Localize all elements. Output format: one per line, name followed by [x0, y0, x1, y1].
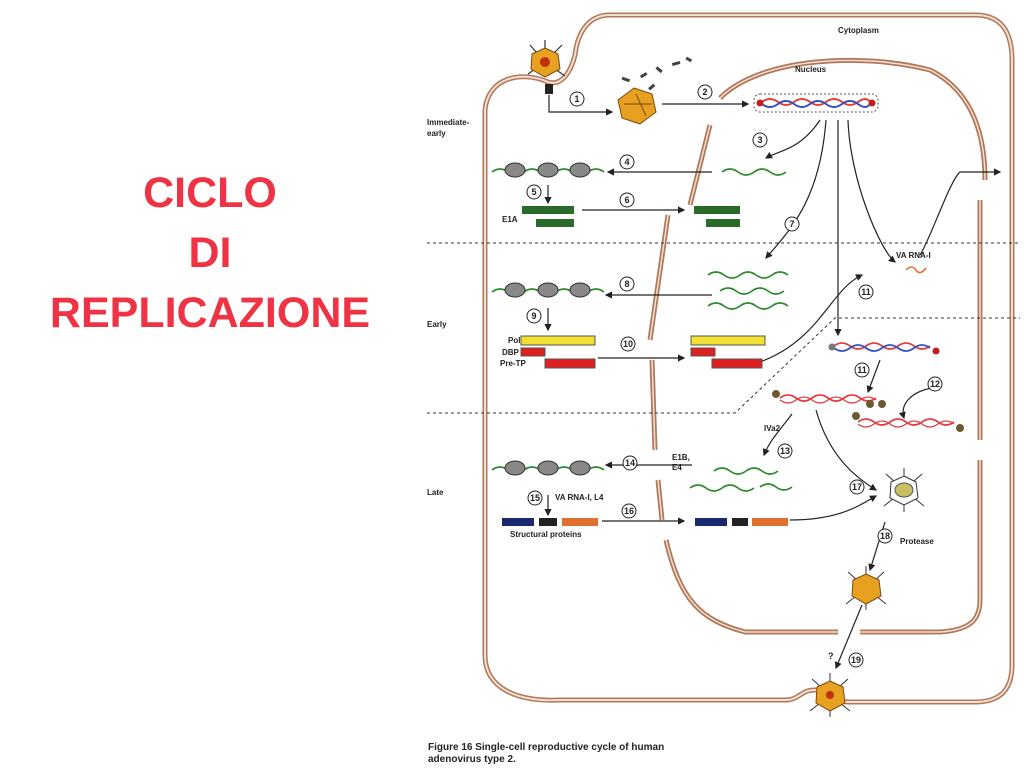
title-line-1: CICLO — [143, 169, 277, 217]
slide-title: CICLO DI REPLICAZIONE — [10, 163, 410, 343]
polysomes — [491, 162, 605, 476]
step-6: 6 — [624, 195, 629, 205]
uncoating-virion — [617, 87, 657, 125]
mature-virion — [845, 566, 887, 610]
late-label: Late — [427, 488, 444, 497]
nuclear-mrnas — [689, 168, 793, 492]
protease-label: Protease — [900, 537, 934, 546]
step-4: 4 — [624, 157, 629, 167]
step-15: 15 — [530, 493, 540, 503]
step-5: 5 — [531, 187, 536, 197]
figure-caption-line-2: adenovirus type 2. — [428, 754, 516, 765]
released-virion — [809, 673, 851, 717]
immediate-early-label-1: Immediate- — [427, 118, 470, 127]
step-2: 2 — [702, 87, 707, 97]
protein-bars — [502, 206, 788, 526]
step-11b: 11 — [857, 365, 867, 375]
step-7: 7 — [789, 219, 794, 229]
phase-separators — [427, 242, 1020, 414]
step-19: 19 — [851, 655, 861, 665]
step-13: 13 — [780, 446, 790, 456]
e1a-label: E1A — [502, 215, 518, 224]
e4-label: E4 — [672, 463, 682, 472]
assembling-virion — [883, 468, 925, 512]
adenovirus-cycle-figure: Cytoplasm Nucleus Immediate- early Early… — [427, 12, 1020, 765]
cytoplasm-label: Cytoplasm — [838, 26, 879, 35]
e1b-label: E1B, — [672, 453, 690, 462]
capsid-fragments — [621, 56, 693, 91]
step-1: 1 — [574, 94, 579, 104]
va-rna-squiggle — [905, 266, 927, 274]
nuclear-envelope — [647, 57, 988, 635]
replicating-dna — [772, 342, 964, 432]
immediate-early-label-2: early — [427, 129, 446, 138]
pol-label: Pol — [508, 336, 520, 345]
incoming-virion — [527, 40, 566, 94]
step-12: 12 — [930, 379, 940, 389]
step-9: 9 — [531, 311, 536, 321]
dbp-label: DBP — [502, 348, 520, 357]
step-10: 10 — [623, 339, 633, 349]
polysome-late — [491, 460, 605, 476]
step-arrows — [544, 95, 1002, 670]
title-line-3: REPLICAZIONE — [49, 289, 371, 337]
question-mark: ? — [828, 651, 834, 661]
iva2-label: IVa2 — [764, 424, 781, 433]
polysome-early — [491, 282, 605, 298]
figure-caption-line-1: Figure 16 Single-cell reproductive cycle… — [428, 742, 664, 753]
va-rna-i-label: VA RNA-I — [896, 251, 931, 260]
step-17: 17 — [852, 482, 862, 492]
step-16: 16 — [624, 506, 634, 516]
nucleus-label: Nucleus — [795, 65, 827, 74]
va-rna-l4-label: VA RNA-I, L4 — [555, 493, 604, 502]
step-8: 8 — [624, 279, 629, 289]
polysome-immediate-early — [491, 162, 605, 178]
viral-dna-nucleus — [753, 93, 879, 113]
pre-tp-label: Pre-TP — [500, 359, 526, 368]
early-label: Early — [427, 320, 447, 329]
step-11a: 11 — [861, 287, 871, 297]
step-3: 3 — [757, 135, 762, 145]
structural-proteins-label: Structural proteins — [510, 530, 582, 539]
step-markers: 1 2 3 4 5 6 7 8 9 10 11 11 12 13 14 15 1… — [526, 84, 943, 668]
step-18: 18 — [880, 531, 890, 541]
step-14: 14 — [625, 458, 635, 468]
title-line-2: DI — [188, 229, 232, 277]
